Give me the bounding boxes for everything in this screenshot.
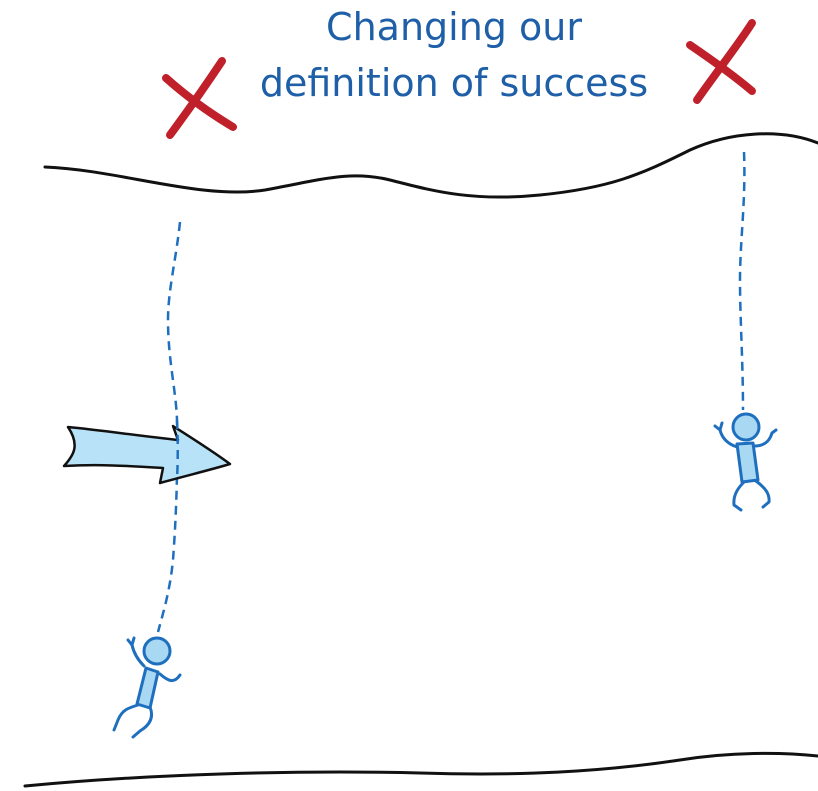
left-stick-figure-icon: [112, 636, 182, 739]
left-rope-overlay: [175, 419, 179, 481]
title-line-1: Changing our: [326, 5, 582, 49]
right-cross-mark-icon: [686, 19, 756, 104]
top-boundary-line: [43, 132, 818, 199]
right-stick-figure-icon: [713, 412, 778, 512]
right-arrow-icon: [62, 424, 232, 485]
left-cross-mark-icon: [162, 57, 237, 139]
title-line-2: definition of success: [260, 61, 648, 105]
bottom-boundary-line: [23, 751, 818, 788]
right-dashed-rope: [738, 151, 746, 411]
